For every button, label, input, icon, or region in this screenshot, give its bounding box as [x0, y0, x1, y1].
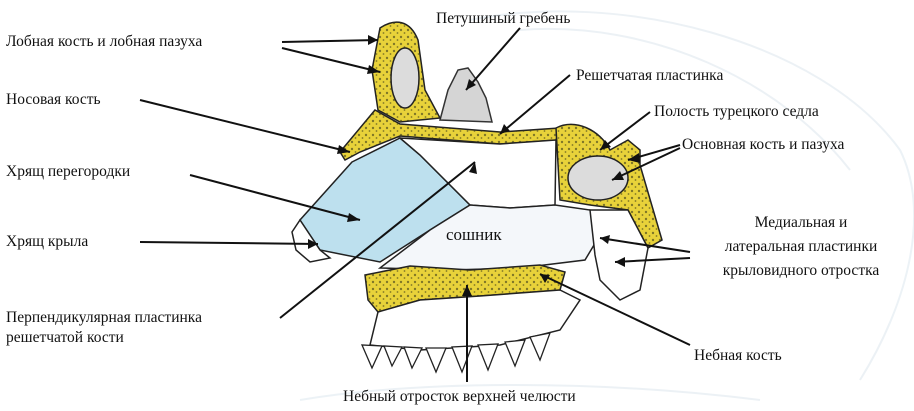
label-vomer: сошник [446, 226, 502, 244]
label-palatine-bone: Небная кость [694, 347, 782, 365]
label-pterygoid-line-2: латеральная пластинки [694, 238, 908, 256]
label-alar-cartilage: Хрящ крыла [6, 233, 88, 251]
label-pterygoid-line-1: Медиальная и [694, 214, 908, 232]
label-frontal-bone: Лобная кость и лобная пазуха [6, 33, 202, 51]
label-sella-turcica: Полость турецкого седла [654, 103, 819, 121]
label-nasal-bone: Носовая кость [6, 91, 101, 109]
label-palatine-process: Небный отросток верхней челюсти [343, 388, 576, 406]
label-perpendicular-plate-line-2: решетчатой кости [6, 329, 124, 347]
frontal-sinus [391, 48, 419, 108]
label-septal-cartilage: Хрящ перегородки [6, 163, 130, 181]
crista-galli [440, 68, 492, 122]
label-sphenoid: Основная кость и пазуха [682, 136, 844, 154]
label-perpendicular-plate-line-1: Перпендикулярная пластинка [6, 309, 202, 327]
label-pterygoid-line-3: крыловидного отростка [694, 262, 908, 280]
label-cribriform-plate: Решетчатая пластинка [576, 67, 723, 85]
label-crista-galli: Петушиный гребень [436, 10, 570, 28]
